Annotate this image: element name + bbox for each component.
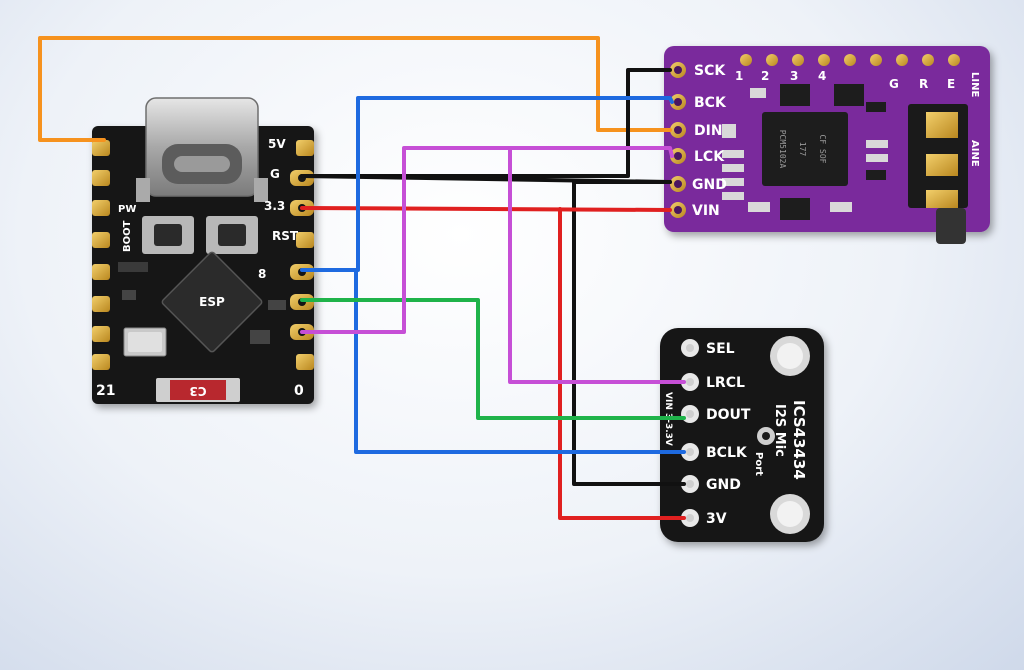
mic-label-lrcl: LRCL xyxy=(706,375,745,391)
pcm5102a-chip: PCM5102A 177 CF SOF xyxy=(762,112,848,186)
mic-board-details: SEL LRCL DOUT BCLK GND 3V ICS43434 I2S M… xyxy=(663,336,810,534)
label-0: 0 xyxy=(294,383,304,399)
mic-subtitle: I2S Mic xyxy=(772,404,787,457)
usb-c-connector xyxy=(136,97,268,202)
label-g: G xyxy=(270,167,280,181)
mic-label-sel: SEL xyxy=(706,341,735,357)
esp32-c3-board-details: ESP C3 5V G 3.3 RST 8 PW BOOT 21 0 xyxy=(92,97,314,402)
mic-board xyxy=(660,328,824,542)
wire-gnd-to-mic-gnd[interactable] xyxy=(572,180,686,486)
wire-dout[interactable] xyxy=(300,298,686,420)
dac-left-pins xyxy=(670,62,686,218)
label-8: 8 xyxy=(258,267,266,281)
wire-3v3-to-vin[interactable] xyxy=(300,206,672,212)
dac-top-r: R xyxy=(919,77,928,91)
mic-label-bclk: BCLK xyxy=(706,445,748,461)
dac-top-e: E xyxy=(947,77,955,91)
esp32-chip: ESP xyxy=(161,251,263,353)
dac-smd-components xyxy=(722,84,888,220)
mic-label-gnd: GND xyxy=(706,477,741,493)
dac-label-vin: VIN xyxy=(692,203,720,219)
esp32-smd-components xyxy=(118,262,286,357)
dac-top-g: G xyxy=(889,77,899,91)
dac-label-din: DIN xyxy=(694,123,723,139)
label-21: 21 xyxy=(96,383,115,399)
chip-text-1: PCM5102A xyxy=(778,130,787,169)
dac-side-aine: AINE xyxy=(969,140,980,167)
label-rst: RST xyxy=(272,229,299,243)
dac-side-line: LINE xyxy=(969,72,980,97)
wire-3v3-to-mic-3v[interactable] xyxy=(558,207,686,520)
chip-marking: ESP xyxy=(199,295,225,309)
dac-top-4: 4 xyxy=(818,69,826,83)
wire-bck-bclk[interactable] xyxy=(300,268,686,454)
wire-lck-to-dac[interactable] xyxy=(300,146,674,334)
wire-gnd-to-sck[interactable] xyxy=(300,68,672,178)
chip-text-2: 177 xyxy=(798,142,807,157)
wire-bck-to-dac[interactable] xyxy=(356,96,674,272)
wires xyxy=(38,36,686,520)
wire-5v-to-din[interactable] xyxy=(38,36,672,142)
reset-button[interactable] xyxy=(206,216,258,254)
mic-port-label: Port xyxy=(753,452,764,476)
mic-title: ICS43434 xyxy=(790,400,808,480)
label-5v: 5V xyxy=(268,137,286,151)
c3-label: C3 xyxy=(156,378,240,402)
label-boot: BOOT xyxy=(122,220,133,252)
dac-board-details: PCM5102A 177 CF SOF xyxy=(670,54,980,244)
mic-mount-holes xyxy=(770,336,810,534)
wire-lrcl-to-mic[interactable] xyxy=(508,146,686,384)
boot-button[interactable] xyxy=(142,216,194,254)
dac-label-gnd: GND xyxy=(692,177,727,193)
audio-jack xyxy=(908,104,968,244)
dac-label-lck: LCK xyxy=(694,149,725,165)
dac-top-pins xyxy=(740,54,960,66)
label-3v3: 3.3 xyxy=(264,199,285,213)
mic-label-3v: 3V xyxy=(706,511,727,527)
chip-text-3: CF SOF xyxy=(818,135,827,164)
dac-top-3: 3 xyxy=(790,69,798,83)
dac-label-bck: BCK xyxy=(694,95,727,111)
c3-text: C3 xyxy=(189,384,206,398)
mic-label-dout: DOUT xyxy=(706,407,751,423)
dac-top-1: 1 xyxy=(735,69,743,83)
dac-top-2: 2 xyxy=(761,69,769,83)
mic-pins xyxy=(681,339,699,527)
mic-port xyxy=(757,427,775,445)
esp32-left-pads xyxy=(92,140,110,370)
dac-label-sck: SCK xyxy=(694,63,726,79)
label-pw: PW xyxy=(118,204,136,215)
